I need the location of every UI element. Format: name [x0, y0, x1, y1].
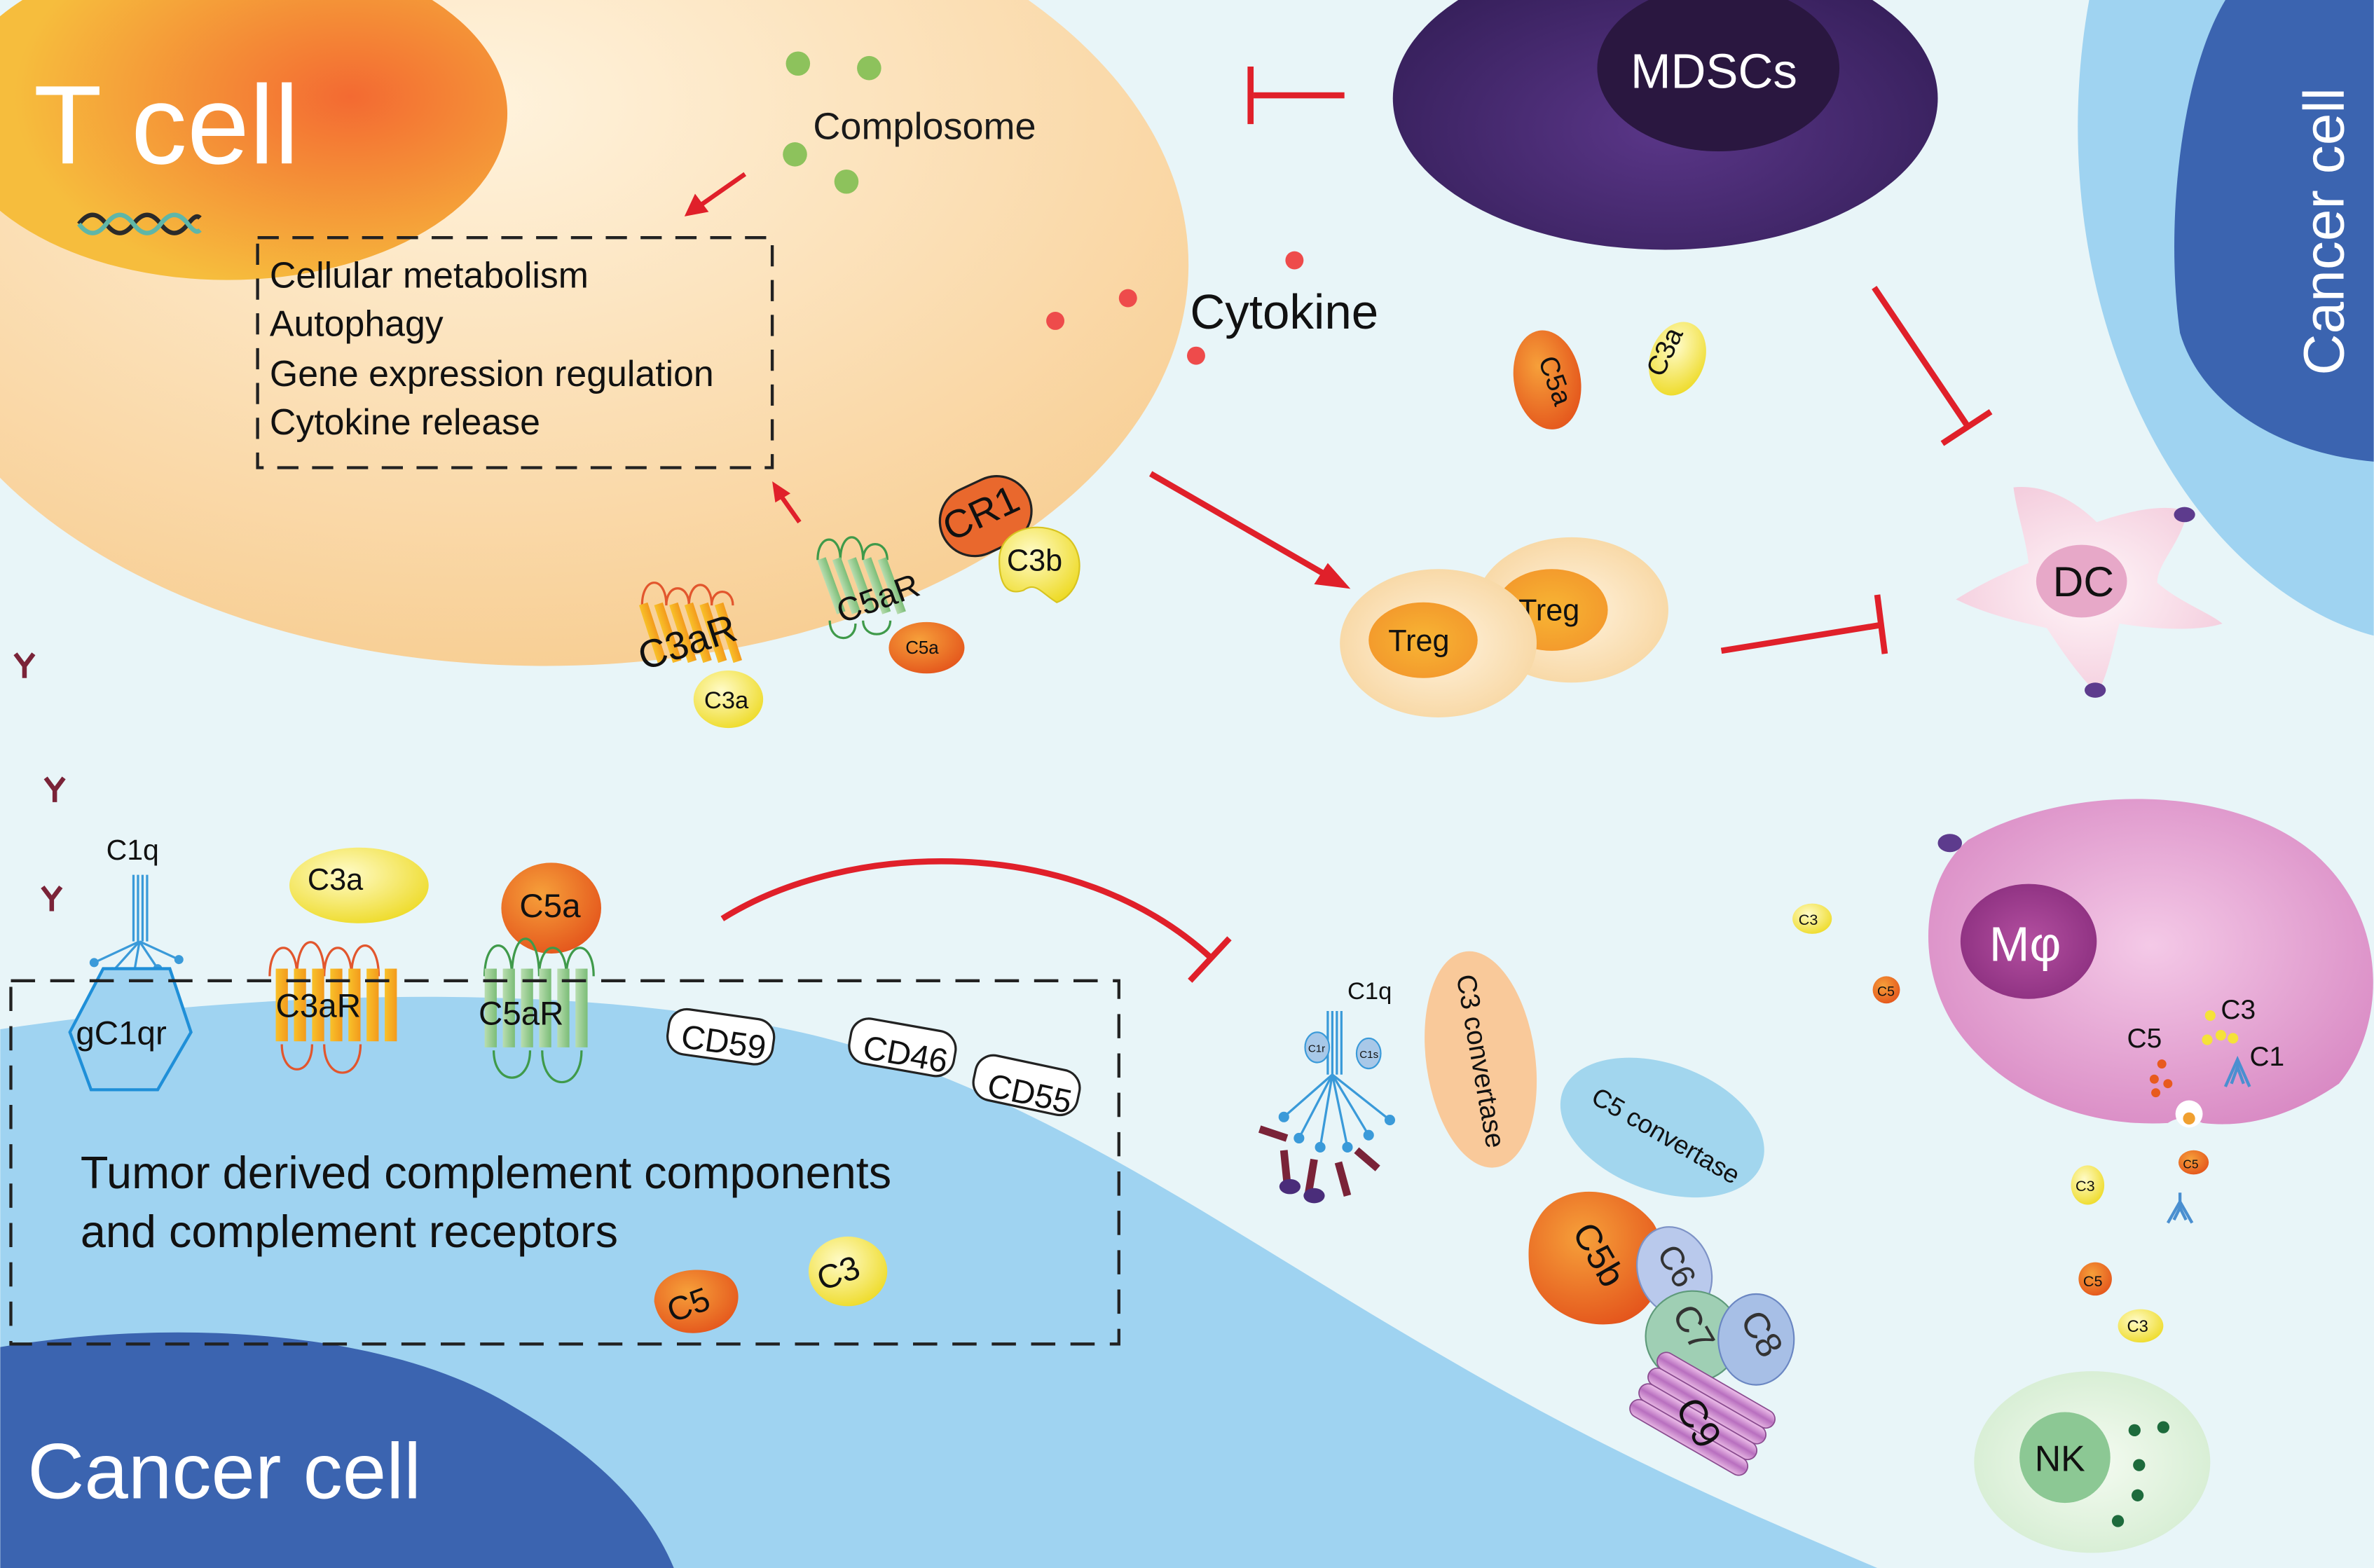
tumor-c3a-fragment: C3a	[289, 847, 429, 923]
secreted-c5-1: C5	[1872, 976, 1900, 1004]
tumor-c3-fragment: C3	[808, 1236, 888, 1307]
dna-helix-icon	[77, 212, 202, 235]
secreted-c5-2-label: C5	[2183, 1157, 2198, 1171]
treg-inhibits-dc	[1720, 594, 1888, 654]
secreted-c5-3: C5	[2078, 1262, 2112, 1296]
cd55-tag: CD55	[972, 1054, 1081, 1121]
c1r-label: C1r	[1308, 1043, 1325, 1054]
tumor-components-box	[9, 979, 1120, 1346]
t-cell-c3a-fragment: C3a	[693, 670, 764, 729]
secreted-c3-2-label: C3	[2075, 1177, 2095, 1195]
mac-complex: C5b C6 C7 C8 C9	[1528, 1191, 1795, 1476]
c5-convertase: C5 convertase	[1560, 1057, 1764, 1198]
cascade-c1-complex: C1r C1s	[1258, 1011, 1396, 1204]
function-autophagy: Autophagy	[270, 303, 444, 344]
cytokine-dots	[1046, 251, 1304, 365]
treg-front-cell: Treg	[1340, 569, 1537, 717]
gc1qr-receptor: gC1qr	[68, 967, 193, 1092]
secreted-c1-icon	[2166, 1192, 2194, 1224]
mac-c1-label: C1	[2249, 1042, 2284, 1072]
dc-label: DC	[2053, 558, 2114, 605]
t-cell-c5a-label: C5a	[905, 638, 939, 658]
tumor-box-line2: and complement receptors	[81, 1206, 618, 1257]
tumor-inhibits-cascade	[720, 858, 1232, 983]
mac-internal-components	[2149, 1010, 2251, 1098]
tumor-c5ar-label: C5aR	[479, 995, 563, 1032]
secreted-c5-2: C5	[2178, 1150, 2209, 1175]
free-c5a: C5a	[1513, 330, 1581, 429]
secreted-c3-2: C3	[2071, 1165, 2105, 1205]
secreted-c3-1: C3	[1792, 903, 1832, 934]
secreted-c3-1-label: C3	[1799, 911, 1818, 928]
tumor-c1q-label: C1q	[107, 834, 159, 866]
receptor-signal-arrow	[772, 481, 802, 524]
tumor-c5-fragment: C5	[654, 1270, 739, 1333]
secreted-c3-3: C3	[2118, 1309, 2164, 1343]
c1s-label: C1s	[1359, 1049, 1378, 1061]
t-cell-c5a-fragment: C5a	[888, 621, 965, 674]
tcell-activates-treg	[1148, 471, 1351, 589]
macrophage-cell: Mφ	[1928, 799, 2373, 1128]
nk-label: NK	[2035, 1438, 2085, 1479]
tumor-c3ar-label: C3aR	[276, 988, 361, 1025]
mdsc-inhibits-tcell	[1247, 67, 1345, 125]
t-cell-label: T cell	[34, 62, 299, 187]
c3b-fragment: C3b	[999, 526, 1080, 603]
cytokine-label: Cytokine	[1190, 284, 1378, 339]
complosome-dots	[783, 51, 881, 194]
treg-front-label: Treg	[1388, 624, 1449, 658]
complosome-label: Complosome	[813, 106, 1036, 148]
tumor-c3a-label: C3a	[308, 863, 364, 897]
dc-cell: DC	[1956, 487, 2223, 698]
cancer-cell-bottom-nucleus	[0, 1332, 674, 1568]
c3b-label: C3b	[1007, 544, 1062, 577]
t-cell-function-box	[256, 235, 774, 469]
t-cell-c3a-label: C3a	[704, 687, 749, 714]
mdsc-nucleus	[1597, 0, 1840, 151]
nk-cell: NK	[1974, 1371, 2211, 1553]
gc1qr-label: gC1qr	[76, 1015, 167, 1052]
mdsc-label: MDSCs	[1631, 43, 1797, 98]
function-cytokine-release: Cytokine release	[270, 401, 540, 442]
secreted-c3-3-label: C3	[2127, 1317, 2148, 1336]
cancer-cell-bottom-label: Cancer cell	[27, 1427, 421, 1515]
secreted-c5-1-label: C5	[1877, 984, 1895, 999]
cr1-receptor: CR1	[935, 475, 1033, 558]
mdsc-inhibits-dc	[1872, 286, 1993, 446]
function-cellular-metabolism: Cellular metabolism	[270, 254, 589, 295]
function-gene-expression: Gene expression regulation	[270, 353, 714, 394]
tumor-box-line1: Tumor derived complement components	[81, 1147, 891, 1198]
macrophage-label: Mφ	[1989, 917, 2061, 972]
mac-c5-label: C5	[2127, 1024, 2162, 1054]
tumor-c3ar-receptor: C3aR	[268, 941, 397, 1074]
tumor-c5a-label: C5a	[519, 888, 581, 925]
tumor-c5a-fragment: C5a	[501, 862, 601, 954]
tumor-c5ar-receptor: C5aR	[479, 937, 595, 1084]
cd59-tag: CD59	[666, 1007, 776, 1067]
mac-c3-label: C3	[2221, 995, 2256, 1025]
cancer-cell-right-label: Cancer cell	[2292, 88, 2356, 376]
cancer-cell-right-nucleus	[2174, 0, 2374, 462]
secreted-c5-3-label: C5	[2083, 1272, 2103, 1290]
t-cell-nucleus	[0, 0, 507, 280]
complosome-arrow	[684, 172, 747, 216]
c3-convertase: C3 convertase	[1425, 951, 1537, 1168]
cascade-c1q-label: C1q	[1347, 978, 1392, 1005]
antibody-icons	[13, 652, 66, 912]
